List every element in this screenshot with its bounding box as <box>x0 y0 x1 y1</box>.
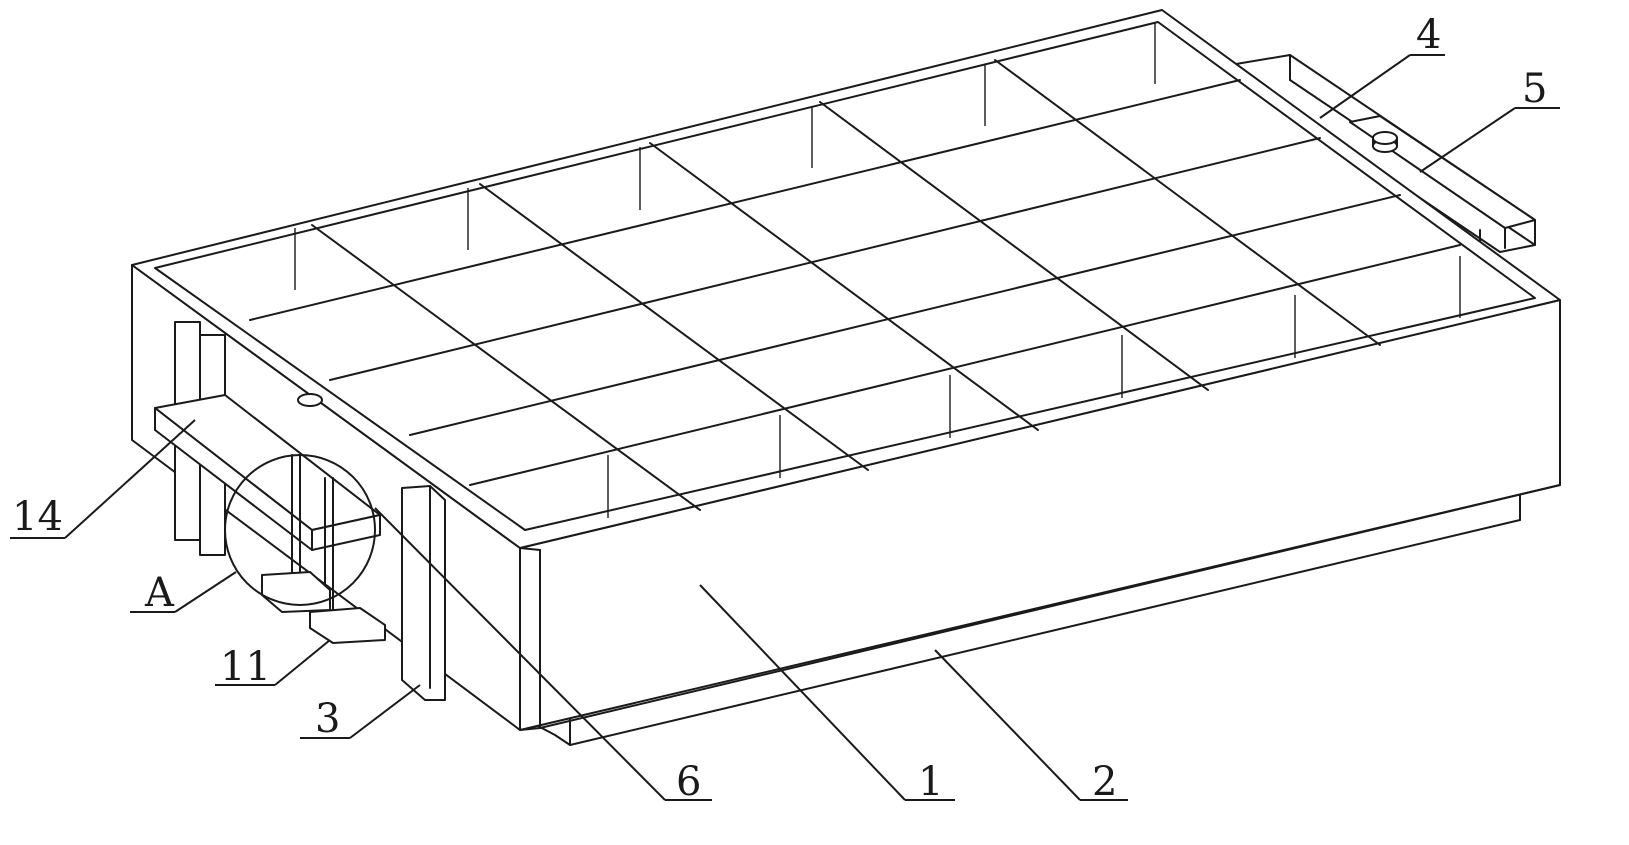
callout-5: 5 <box>1522 66 1547 112</box>
callout-a: A <box>144 570 175 616</box>
callout-3: 3 <box>315 696 340 742</box>
callout-11: 11 <box>220 644 271 690</box>
callout-2: 2 <box>1092 759 1117 805</box>
callout-4: 4 <box>1416 12 1441 58</box>
callout-1: 1 <box>918 759 943 805</box>
callout-14: 14 <box>12 494 63 540</box>
callout-6: 6 <box>676 759 701 805</box>
